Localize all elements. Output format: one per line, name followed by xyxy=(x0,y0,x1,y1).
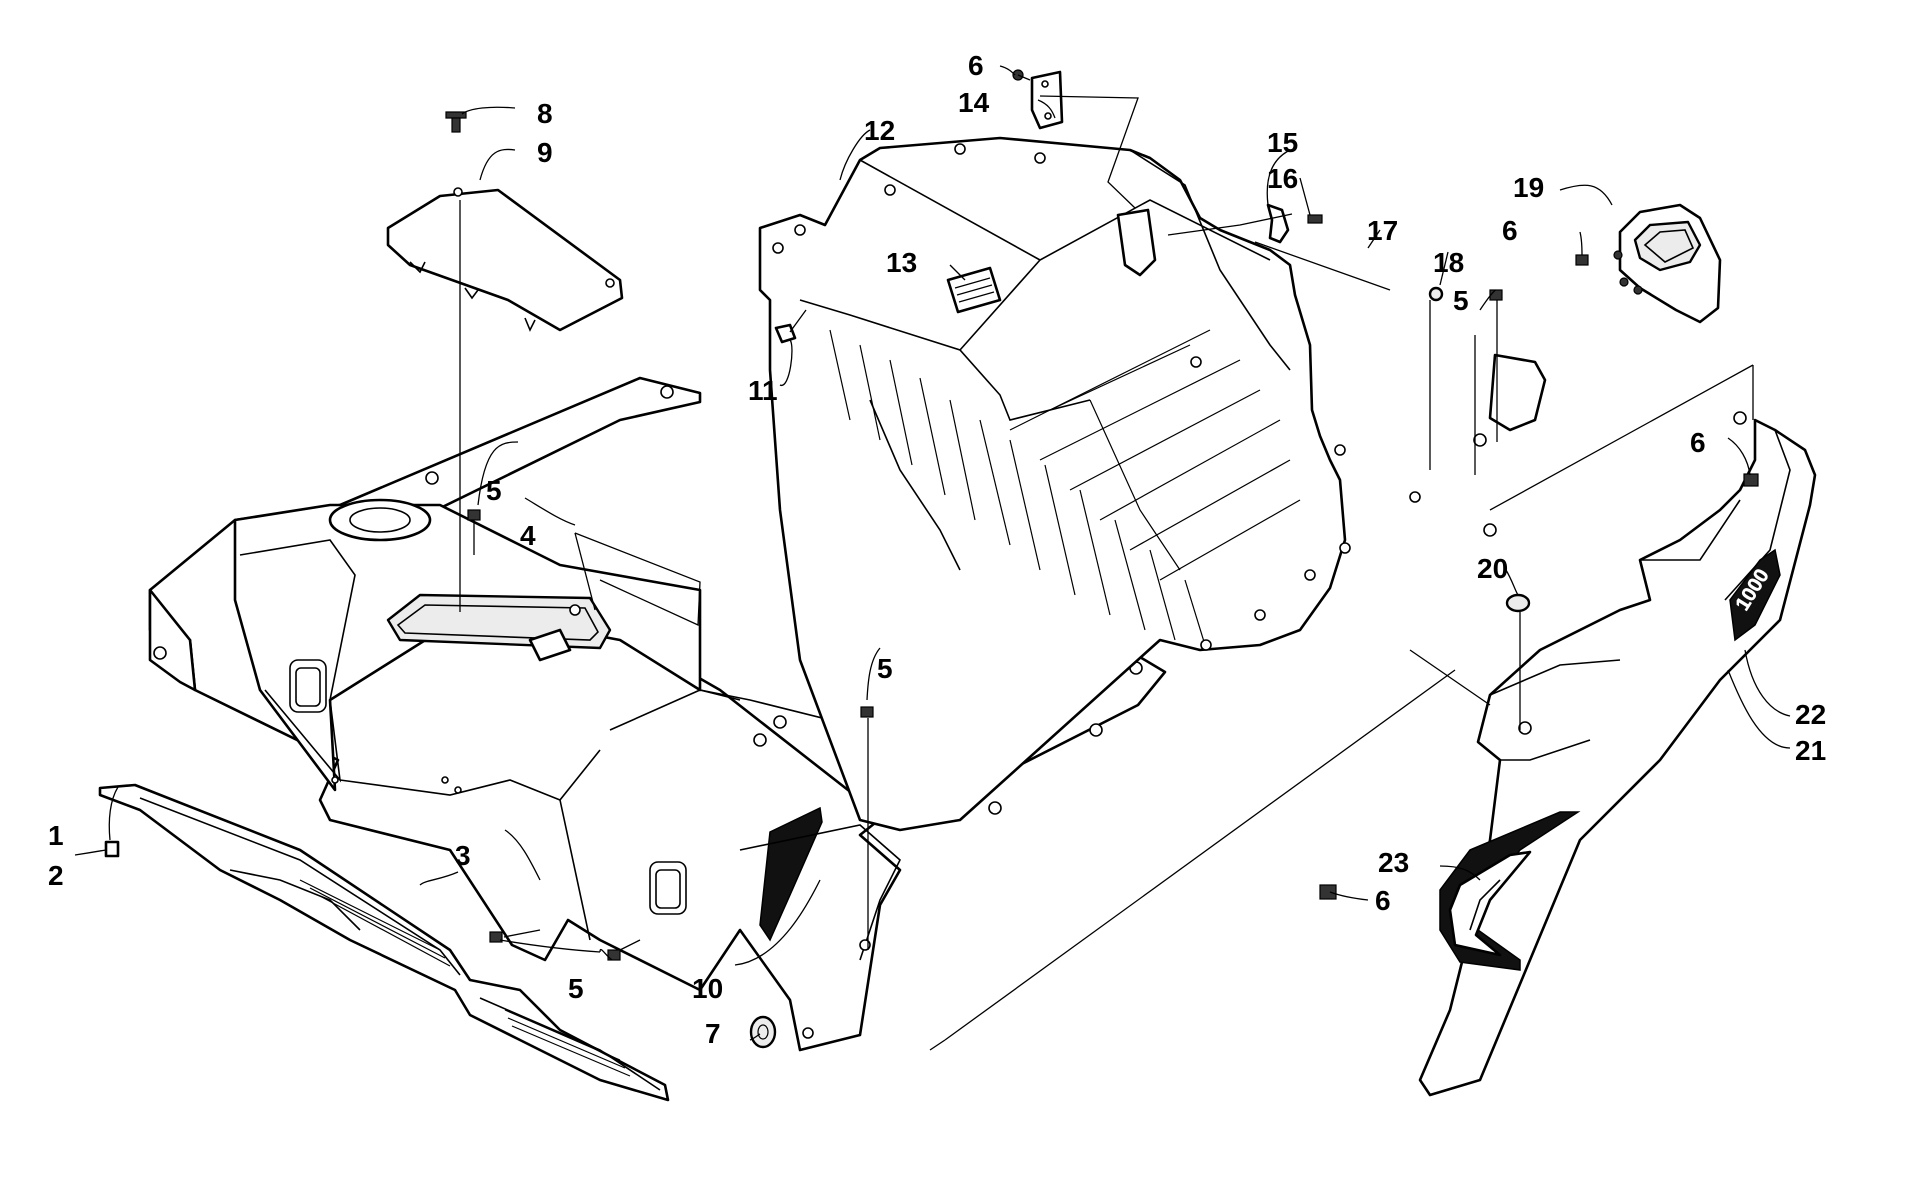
bumper-clip xyxy=(104,840,120,858)
callout-18: 18 xyxy=(1433,247,1464,278)
callout-14: 14 xyxy=(958,87,990,118)
callout-4: 4 xyxy=(520,520,536,551)
callout-21: 21 xyxy=(1795,735,1826,766)
callout-7: 7 xyxy=(705,1018,721,1049)
storage-lid xyxy=(386,187,624,332)
callout-6c: 6 xyxy=(1690,427,1706,458)
callout-5d: 5 xyxy=(1453,285,1469,316)
callout-15: 15 xyxy=(1267,127,1298,158)
callout-16: 16 xyxy=(1267,163,1298,194)
callout-3: 3 xyxy=(455,840,471,871)
rear-bumper xyxy=(98,783,670,1102)
callout-9: 9 xyxy=(537,137,553,168)
fasteners xyxy=(467,69,1759,1049)
callout-23: 23 xyxy=(1378,847,1409,878)
callout-12: 12 xyxy=(864,115,895,146)
callout-1: 1 xyxy=(48,820,64,851)
callout-2: 2 xyxy=(48,860,64,891)
callout-5b: 5 xyxy=(877,653,893,684)
callout-19: 19 xyxy=(1513,172,1544,203)
callout-labels: 1 2 3 4 5 5 5 5 6 6 6 6 7 8 9 10 11 12 1… xyxy=(48,50,1826,1049)
callout-13: 13 xyxy=(886,247,917,278)
callout-6b: 6 xyxy=(1502,215,1518,246)
leader-lines xyxy=(74,65,1791,1051)
callout-8: 8 xyxy=(537,98,553,129)
clip-nut xyxy=(774,323,797,344)
tail-light xyxy=(1613,203,1722,324)
callout-22: 22 xyxy=(1795,699,1826,730)
bracket-plate xyxy=(1030,70,1064,130)
callout-10: 10 xyxy=(692,973,723,1004)
right-side-panel: 1000 xyxy=(1418,411,1817,1097)
callout-5a: 5 xyxy=(486,475,502,506)
callout-11: 11 xyxy=(748,375,778,406)
push-rivet xyxy=(445,111,467,133)
callout-5c: 5 xyxy=(568,973,584,1004)
callout-6a: 6 xyxy=(968,50,984,81)
callout-17: 17 xyxy=(1367,215,1398,246)
callout-20: 20 xyxy=(1477,553,1508,584)
model-decal xyxy=(1729,548,1781,642)
callout-6d: 6 xyxy=(1375,885,1391,916)
cargo-box xyxy=(758,136,1547,832)
hole-plug xyxy=(1505,593,1531,613)
rear-body-panel xyxy=(148,376,1167,1052)
